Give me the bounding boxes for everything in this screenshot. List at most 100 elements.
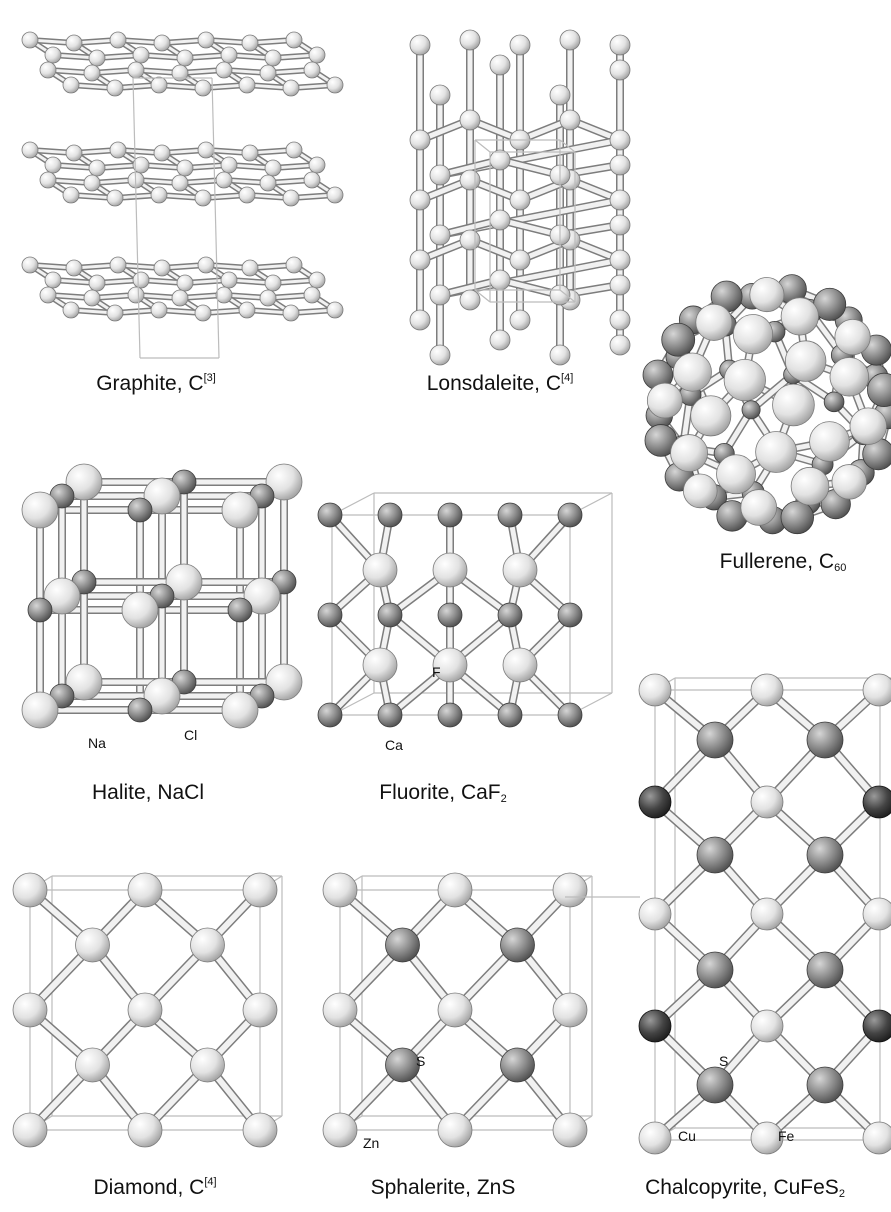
carbon-atom — [409, 129, 431, 151]
carbon-atom — [62, 76, 80, 94]
carbon-atom — [303, 61, 321, 79]
cl-atom — [65, 463, 103, 501]
ca-atom — [497, 602, 523, 628]
carbon-atom — [150, 76, 168, 94]
carbon-atom — [609, 334, 631, 356]
carbon-atom — [220, 46, 238, 64]
na-atom — [27, 597, 53, 623]
cu-atom — [638, 1009, 672, 1043]
carbon-atom — [238, 76, 256, 94]
fe-atom — [862, 673, 891, 707]
carbon-atom — [772, 383, 815, 427]
carbon-atom — [241, 259, 259, 277]
outer-atom — [322, 992, 358, 1028]
label-s-sphalerite: S — [416, 1053, 426, 1069]
carbon-atom — [109, 141, 127, 159]
carbon-atom — [259, 64, 277, 82]
inner-atom — [385, 1047, 420, 1083]
outer-atom — [127, 872, 163, 908]
carbon-atom — [153, 144, 171, 162]
carbon-atom — [83, 289, 101, 307]
carbon-atom — [489, 329, 511, 351]
carbon-atom — [308, 271, 326, 289]
inner-atom — [385, 927, 420, 963]
unit-cell-edge — [211, 77, 220, 359]
carbon-atom — [197, 141, 215, 159]
carbon-atom — [39, 286, 57, 304]
outer-atom — [437, 872, 473, 908]
cell-edge — [559, 139, 576, 153]
cl-atom — [165, 563, 203, 601]
fe-atom — [862, 897, 891, 931]
carbon-atom — [609, 214, 631, 236]
carbon-atom — [609, 129, 631, 151]
carbon-atom — [282, 189, 300, 207]
carbon-atom — [740, 489, 778, 526]
carbon-atom — [220, 271, 238, 289]
carbon-atom — [285, 256, 303, 274]
na-atom — [227, 597, 253, 623]
inner-atom — [500, 927, 535, 963]
carbon-atom — [106, 189, 124, 207]
carbon-atom — [559, 109, 581, 131]
label-s-chalcopyrite: S — [719, 1053, 729, 1069]
carbon-atom — [83, 64, 101, 82]
carbon-atom — [308, 46, 326, 64]
carbon-atom — [88, 159, 106, 177]
ca-atom — [437, 502, 463, 528]
carbon-atom — [672, 352, 712, 392]
carbon-atom — [609, 274, 631, 296]
carbon-atom — [429, 284, 451, 306]
carbon-atom — [549, 84, 571, 106]
ca-atom — [377, 702, 403, 728]
unit-cell-edge — [132, 77, 141, 359]
carbon-atom — [780, 500, 814, 535]
ca-atom — [557, 602, 583, 628]
cl-atom — [265, 463, 303, 501]
carbon-atom — [150, 186, 168, 204]
outer-atom — [12, 1112, 48, 1148]
caption-chalcopyrite: Chalcopyrite, CuFeS2 — [645, 1176, 845, 1200]
carbon-atom — [308, 156, 326, 174]
carbon-atom — [194, 189, 212, 207]
carbon-atom — [238, 301, 256, 319]
cl-atom — [143, 477, 181, 515]
carbon-atom — [65, 259, 83, 277]
fluorite-structure — [317, 492, 613, 728]
cell-edge — [474, 289, 491, 303]
fe-atom — [638, 1121, 672, 1155]
carbon-atom — [171, 174, 189, 192]
caption-fluorite: Fluorite, CaF2 — [379, 781, 507, 805]
cl-atom — [221, 491, 259, 529]
caption-sphalerite: Sphalerite, ZnS — [370, 1176, 516, 1199]
carbon-atom — [749, 277, 785, 313]
inner-atom — [500, 1047, 535, 1083]
cell-edge — [559, 289, 576, 303]
fe-atom — [750, 1121, 784, 1155]
carbon-atom — [106, 79, 124, 97]
carbon-atom — [609, 154, 631, 176]
inner-atom — [75, 927, 110, 963]
outer-atom — [322, 1112, 358, 1148]
carbon-atom — [809, 421, 850, 462]
caption-diamond: Diamond, C[4] — [93, 1176, 217, 1199]
ca-atom — [497, 702, 523, 728]
na-atom — [127, 497, 153, 523]
fe-atom — [638, 673, 672, 707]
carbon-atom — [823, 391, 845, 413]
f-atom — [362, 552, 398, 588]
fe-atom — [750, 673, 784, 707]
cu-atom — [638, 785, 672, 819]
caption-graphite: Graphite, C[3] — [96, 372, 216, 395]
carbon-atom — [21, 256, 39, 274]
f-atom — [362, 647, 398, 683]
carbon-atom — [176, 49, 194, 67]
outer-atom — [127, 992, 163, 1028]
carbon-atom — [609, 249, 631, 271]
fe-atom — [638, 897, 672, 931]
f-atom — [502, 552, 538, 588]
carbon-atom — [723, 359, 766, 402]
outer-atom — [12, 992, 48, 1028]
carbon-atom — [459, 169, 481, 191]
carbon-atom — [509, 249, 531, 271]
